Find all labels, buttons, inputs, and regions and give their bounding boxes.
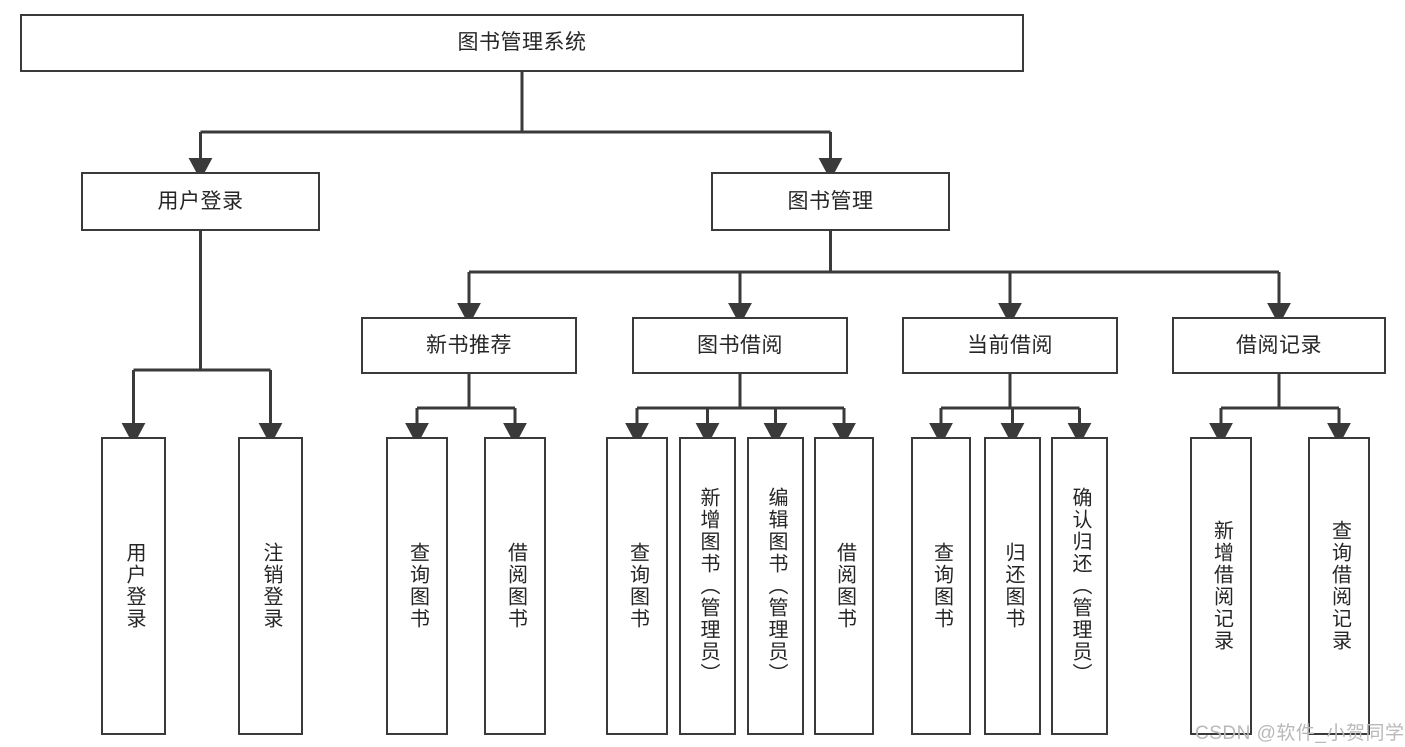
node-label: 新增借阅记录 [1210, 520, 1233, 652]
node-label: 编辑图书（管理员） [765, 487, 787, 685]
node-leaf-borrow-book-2[interactable]: 借阅图书 [814, 437, 874, 735]
node-label: 查询图书 [930, 542, 953, 630]
node-label: 借阅图书 [833, 542, 856, 630]
node-leaf-query-book-2[interactable]: 查询图书 [606, 437, 668, 735]
node-label: 图书管理系统 [457, 31, 587, 55]
node-leaf-query-record[interactable]: 查询借阅记录 [1308, 437, 1370, 735]
node-label: 借阅记录 [1236, 333, 1322, 357]
node-current-borrow[interactable]: 当前借阅 [902, 317, 1118, 374]
node-leaf-logout[interactable]: 注销登录 [238, 437, 303, 735]
node-label: 新书推荐 [426, 333, 512, 357]
node-leaf-user-login[interactable]: 用户登录 [101, 437, 166, 735]
node-label: 查询图书 [626, 542, 649, 630]
node-label: 查询图书 [406, 542, 429, 630]
node-label: 用户登录 [157, 189, 244, 213]
node-leaf-edit-book[interactable]: 编辑图书（管理员） [747, 437, 804, 735]
node-leaf-add-record[interactable]: 新增借阅记录 [1190, 437, 1252, 735]
node-label: 新增图书（管理员） [697, 487, 719, 685]
node-label: 查询借阅记录 [1328, 520, 1351, 652]
node-leaf-borrow-book-1[interactable]: 借阅图书 [484, 437, 546, 735]
node-borrow-record[interactable]: 借阅记录 [1172, 317, 1386, 374]
node-leaf-query-book-1[interactable]: 查询图书 [386, 437, 448, 735]
node-root[interactable]: 图书管理系统 [20, 14, 1024, 72]
node-leaf-add-book[interactable]: 新增图书（管理员） [679, 437, 736, 735]
node-new-book-rec[interactable]: 新书推荐 [361, 317, 577, 374]
node-leaf-confirm-return[interactable]: 确认归还（管理员） [1051, 437, 1108, 735]
node-user-login[interactable]: 用户登录 [81, 172, 320, 231]
node-label: 用户登录 [123, 542, 145, 630]
node-label: 借阅图书 [504, 542, 527, 630]
node-label: 归还图书 [1002, 542, 1024, 630]
node-label: 注销登录 [260, 542, 282, 630]
node-leaf-return-book[interactable]: 归还图书 [984, 437, 1041, 735]
node-book-borrow[interactable]: 图书借阅 [632, 317, 848, 374]
node-label: 图书管理 [787, 189, 874, 213]
node-label: 当前借阅 [967, 333, 1053, 357]
node-label: 图书借阅 [697, 333, 783, 357]
node-leaf-query-book-3[interactable]: 查询图书 [911, 437, 971, 735]
node-label: 确认归还（管理员） [1069, 487, 1091, 685]
node-book-manage[interactable]: 图书管理 [711, 172, 950, 231]
